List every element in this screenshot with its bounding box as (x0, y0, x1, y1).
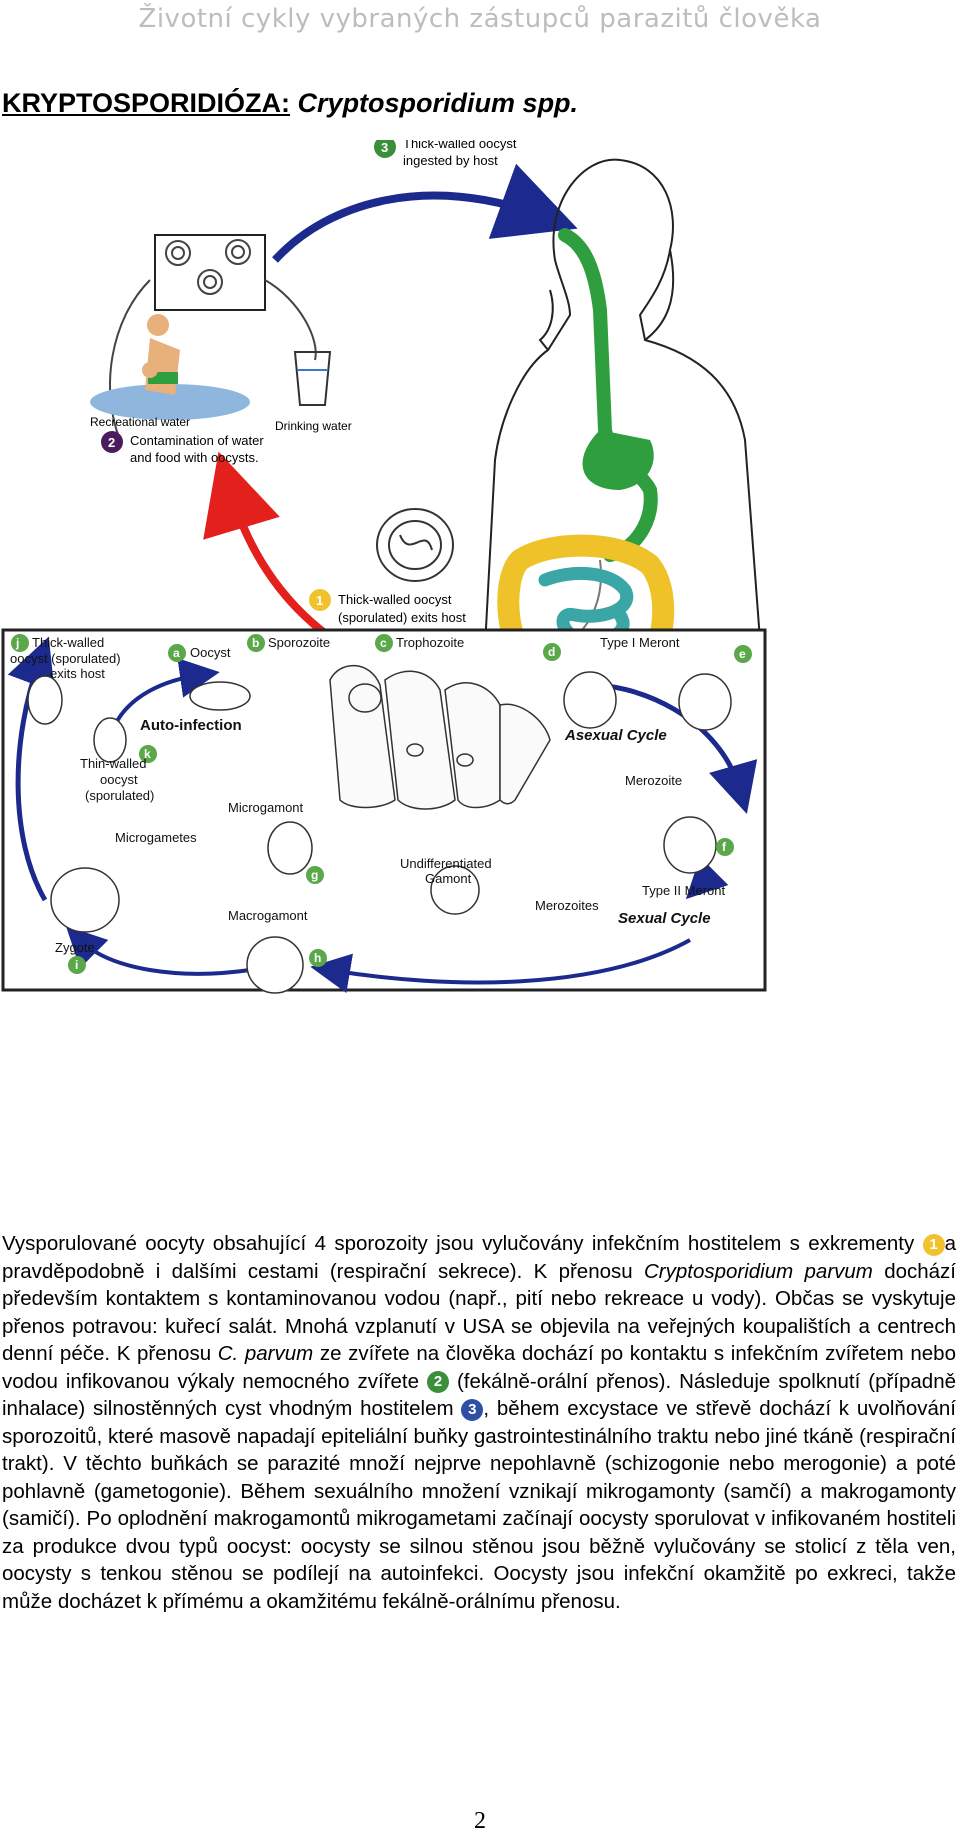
epithelial-cells (329, 664, 551, 810)
step-2-badge: 2 (108, 435, 115, 450)
label-asexual-cycle: Asexual Cycle (564, 727, 667, 744)
description-paragraph: Vysporulované oocyty obsahující 4 sporoz… (2, 1230, 956, 1615)
para-text-5: (fekálně-orální přenos). Následuje spolk… (2, 1369, 956, 1421)
label-sexual-cycle: Sexual Cycle (618, 910, 711, 927)
label-oocyst-sporulated: oocyst (sporulated) (10, 651, 121, 666)
label-trophozoite: Trophozoite (396, 635, 464, 650)
title-prefix: KRYPTOSPORIDIÓZA: (2, 88, 291, 118)
section-title: KRYPTOSPORIDIÓZA: Cryptosporidium spp. (2, 88, 578, 119)
label-merozoites: Merozoites (535, 898, 599, 913)
para-text-1: Vysporulované oocyty obsahující 4 sporoz… (2, 1232, 923, 1255)
label-exits-host: exits host (50, 666, 105, 681)
undifferentiated-gamont-icon (430, 865, 480, 915)
label-auto-infection: Auto-infection (140, 717, 242, 734)
label-thin-walled: Thin-walled (80, 756, 146, 771)
esophagus (558, 228, 658, 562)
sexual-bottom-arrow (310, 938, 691, 994)
swimmer-icon (90, 314, 250, 420)
para-text-4: ze zvířete na člověka dochází po kontakt… (2, 1342, 956, 1393)
step-3-inline-badge: 3 (461, 1398, 484, 1421)
label-thick-walled: Thick-walled (32, 635, 104, 650)
badge-k: k (144, 747, 151, 761)
oocyst-icon (165, 240, 191, 266)
label-microgametes: Microgametes (115, 830, 197, 845)
label-thin-sporulated: (sporulated) (85, 788, 154, 803)
auto-infection-arrow (113, 658, 220, 726)
badge-d: d (548, 645, 555, 659)
label-oocyst: Oocyst (190, 645, 231, 660)
title-species: Cryptosporidium spp. (297, 88, 579, 118)
step-2-label: Contamination of water (130, 433, 264, 448)
badge-g: g (311, 868, 318, 882)
step-1-label: Thick-walled oocyst (338, 592, 452, 607)
label-macrogamont: Macrogamont (228, 908, 308, 923)
life-cycle-box (1, 628, 767, 992)
step-3-label: Thick-walled oocyst (403, 140, 517, 151)
label-type-1-meront: Type I Meront (600, 635, 680, 650)
thick-walled-oocyst-icon (376, 508, 454, 582)
badge-c: c (380, 636, 387, 650)
thick-walled-oocyst-j-icon (27, 675, 63, 725)
life-cycle-figure: Recreational water Drinking water 2 Cont… (1, 140, 767, 994)
zygote-arrow (65, 925, 251, 976)
step-3-badge: 3 (381, 140, 388, 155)
badge-b: b (252, 636, 259, 650)
step-1-label-line2: (sporulated) exits host (338, 610, 466, 625)
arrow-ingestion (272, 163, 578, 263)
label-microgamont: Microgamont (228, 800, 304, 815)
type-1-meront-e-icon (678, 673, 732, 731)
type-2-meront-icon (663, 816, 717, 874)
species-name: Cryptosporidium parvum (643, 1259, 873, 1283)
oocyst-icon (197, 269, 223, 295)
label-undifferentiated: Undifferentiated (400, 856, 492, 871)
oocyst-box (154, 234, 266, 311)
badge-i: i (75, 958, 78, 972)
water-glass-icon (293, 351, 332, 406)
para-text-6: , během excystace ve střevě dochází k uv… (2, 1397, 956, 1613)
oocyst-a-icon (189, 681, 251, 711)
label-type-2-meront: Type II Meront (642, 883, 725, 898)
badge-e: e (739, 647, 746, 661)
label-zygote: Zygote (55, 940, 95, 955)
badge-j: j (15, 636, 19, 650)
label-merozoite: Merozoite (625, 773, 682, 788)
page-number: 2 (474, 1808, 486, 1834)
badge-h: h (314, 951, 321, 965)
macrogamont-icon (246, 936, 304, 994)
type-1-meront-icon (563, 671, 617, 729)
oocyst-icon (225, 239, 251, 265)
human-silhouette-icon (479, 158, 761, 741)
para-text-3: dochází především kontaktem s kontaminov… (2, 1259, 956, 1366)
step-2-inline-badge: 2 (426, 1371, 449, 1394)
step-1-badge: 1 (316, 593, 323, 608)
species-abbrev: C. parvum (217, 1342, 314, 1365)
para-text-2: a pravděpodobně i dalšími cestami (respi… (2, 1232, 956, 1283)
zygote-icon (50, 867, 120, 933)
drinking-water-label: Drinking water (275, 419, 352, 433)
badge-f: f (722, 840, 727, 854)
label-gamont: Gamont (425, 871, 472, 886)
recreational-water-label: Recreational water (90, 415, 190, 429)
label-thin-oocyst: oocyst (100, 772, 138, 787)
label-sporozoite: Sporozoite (268, 635, 330, 650)
stomach (582, 430, 654, 490)
step-2-label-line2: and food with oocysts. (130, 450, 259, 465)
step-3-label-line2: ingested by host (403, 153, 498, 168)
microgamont-icon (267, 821, 313, 875)
page-header: Životní cykly vybraných zástupců parazit… (138, 4, 822, 34)
badge-a: a (173, 646, 180, 660)
thin-walled-oocyst-icon (93, 717, 127, 763)
step-1-inline-badge: 1 (922, 1233, 945, 1256)
